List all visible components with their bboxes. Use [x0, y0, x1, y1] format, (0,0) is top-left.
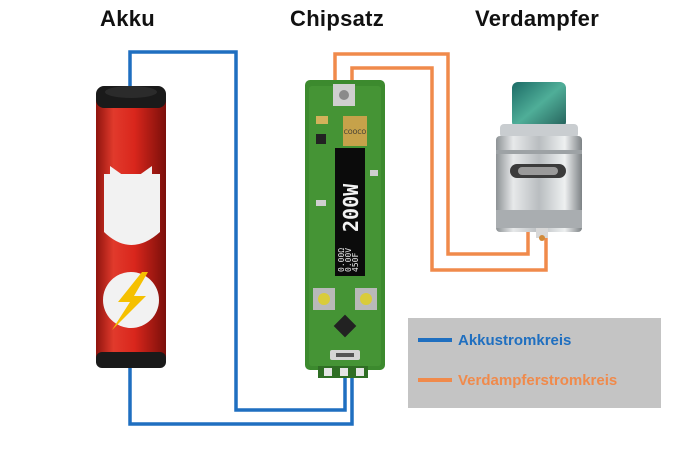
display-line-2: 0.00V	[344, 248, 353, 272]
display-line-3: 450F	[351, 253, 360, 272]
legend-item-atomizer-circuit: Verdampferstromkreis	[418, 370, 617, 390]
battery	[96, 86, 166, 368]
display-watt: 200W	[339, 183, 363, 232]
legend-swatch-atomizer	[418, 378, 452, 382]
atomizer-circuit-wire-return	[350, 66, 548, 272]
battery-circuit-wire-negative	[128, 362, 354, 426]
legend-item-battery-circuit: Akkustromkreis	[418, 330, 571, 350]
legend-swatch-battery	[418, 338, 452, 342]
battery-title: Akku	[100, 6, 155, 31]
display-line-1: 0.00Ω	[337, 248, 346, 272]
battery-circuit-wire	[128, 50, 347, 412]
chipset-title: Chipsatz	[290, 6, 385, 31]
legend: Akkustromkreis Verdampferstromkreis	[408, 318, 661, 408]
atomizer-title: Verdampfer	[475, 6, 600, 31]
atomizer	[496, 82, 582, 241]
legend-label-atomizer: Verdampferstromkreis	[458, 371, 618, 389]
chipset-board: COOCO 200W 0.00Ω 0.00V 450F	[305, 80, 385, 378]
chip-label: COOCO	[344, 129, 367, 136]
atomizer-circuit-wire	[333, 52, 530, 256]
legend-label-battery: Akkustromkreis	[458, 331, 572, 349]
